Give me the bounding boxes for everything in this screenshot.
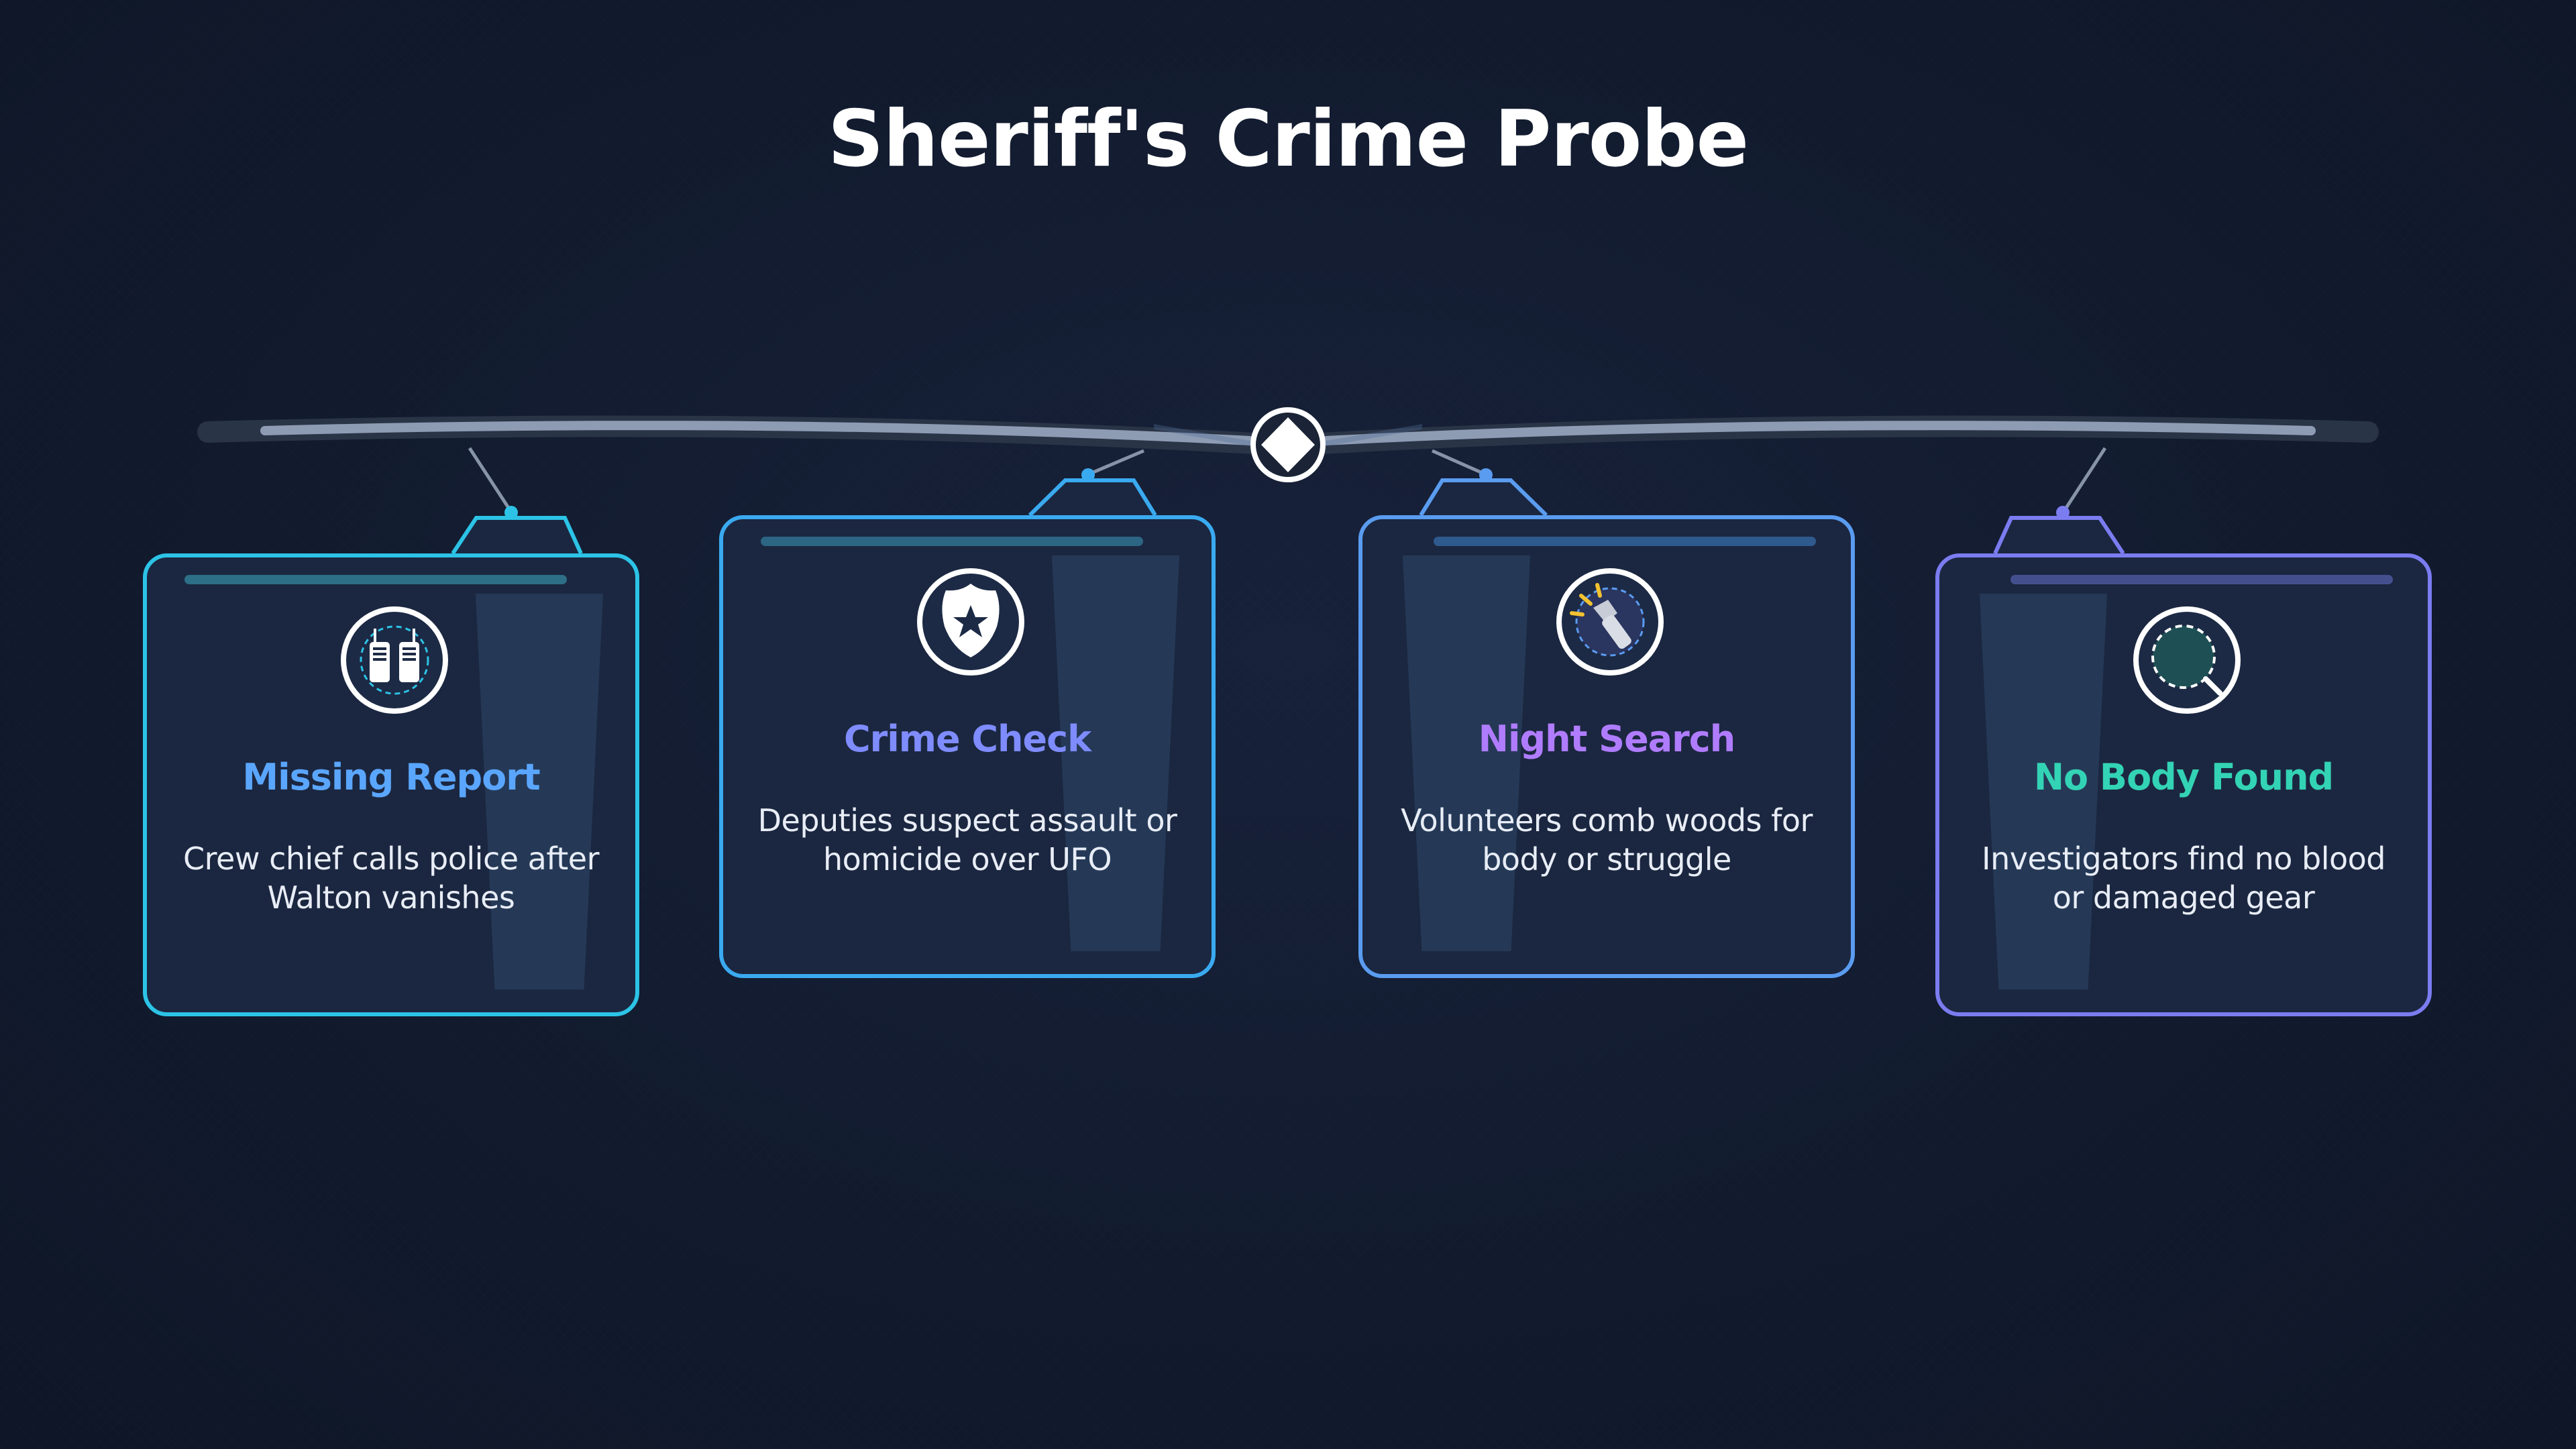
card-missing-report: Missing Report Crew chief calls police a… <box>143 553 639 1016</box>
card-night-search: Night Search Volunteers comb woods for b… <box>1358 515 1855 978</box>
card-title: Crime Check <box>843 718 1091 760</box>
light-beam <box>1980 594 2107 989</box>
card-header-bar <box>2010 575 2393 584</box>
card-title: No Body Found <box>2033 756 2334 798</box>
light-beam <box>1052 555 1179 951</box>
page-title: Sheriff's Crime Probe <box>827 94 1749 184</box>
card-header-bar <box>1434 537 1816 546</box>
card-header-bar <box>761 537 1143 546</box>
card-no-body-found: No Body Found Investigators find no bloo… <box>1935 553 2432 1016</box>
card-description: Volunteers comb woods for body or strugg… <box>1401 802 1813 877</box>
card-header-bar <box>184 575 567 584</box>
light-beam <box>476 594 603 989</box>
card-description: Investigators find no blood or damaged g… <box>1982 841 2385 916</box>
card-title: Missing Report <box>242 756 540 798</box>
flashlight-icon <box>1553 565 1667 679</box>
card-description: Deputies suspect assault or homicide ove… <box>757 802 1177 877</box>
card-title: Night Search <box>1478 718 1735 760</box>
card-description: Crew chief calls police after Walton van… <box>183 841 599 916</box>
light-beam <box>1403 555 1530 951</box>
police-badge-icon <box>914 565 1028 679</box>
card-crime-check: Crime Check Deputies suspect assault or … <box>719 515 1216 978</box>
walkie-talkie-icon <box>337 603 451 717</box>
magnifier-icon <box>2130 603 2244 717</box>
